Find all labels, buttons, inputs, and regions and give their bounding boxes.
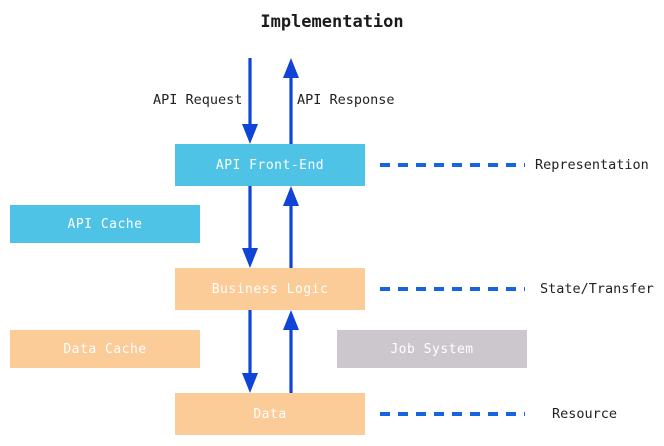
node-job-system[interactable]: Job System [337,330,527,368]
arrow-frontend-to-logic [242,186,258,268]
node-business-logic[interactable]: Business Logic [175,268,365,310]
node-label: Data Cache [63,341,147,357]
layer-label-resource: Resource [552,406,618,422]
arrow-logic-to-data [242,310,258,393]
dashed-connector-representation [380,163,525,167]
flow-label-api-response: API Response [297,92,395,108]
node-label: Job System [390,341,474,357]
dashed-connector-state-transfer [380,287,525,291]
node-api-front-end[interactable]: API Front-End [175,144,365,186]
page-title: Implementation [260,12,404,32]
node-data[interactable]: Data [175,393,365,435]
dashed-connector-resource [380,412,525,416]
node-data-cache[interactable]: Data Cache [10,330,200,368]
layer-label-state-transfer: State/Transfer [540,281,654,297]
node-label: Data [253,406,287,422]
node-label: API Cache [67,216,143,232]
node-label: API Front-End [215,157,325,173]
arrow-api-response [283,58,299,144]
node-label: Business Logic [211,281,329,297]
arrow-logic-to-frontend [283,186,299,268]
layer-label-representation: Representation [535,157,649,173]
arrow-api-request [242,58,258,144]
node-api-cache[interactable]: API Cache [10,205,200,243]
arrow-data-to-logic [283,310,299,393]
flow-label-api-request: API Request [153,92,243,108]
